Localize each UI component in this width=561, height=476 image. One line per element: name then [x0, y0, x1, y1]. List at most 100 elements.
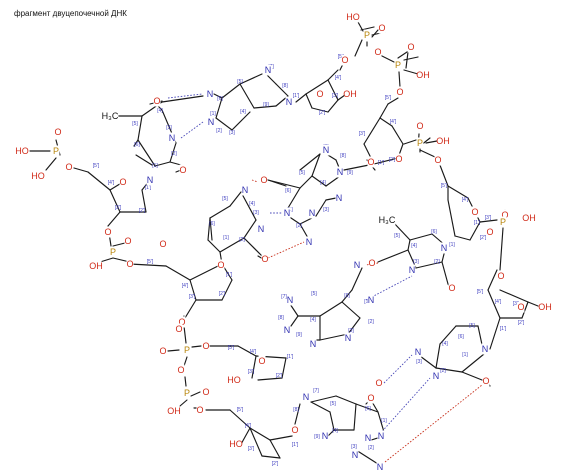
atom-bg-a47 [159, 238, 167, 250]
atom-bg-a77 [168, 405, 180, 417]
atom-bg-a29 [124, 235, 132, 247]
bond-161 [461, 353, 485, 373]
atom-bg-a78 [196, 404, 204, 416]
atom-index-13: [3] [229, 130, 235, 136]
atom-bg-a42 [260, 174, 268, 186]
bond-35 [154, 161, 171, 167]
atom-a16: O [153, 96, 160, 106]
bond-147 [269, 439, 281, 459]
bond-125 [319, 301, 343, 317]
atom-a74: O [177, 365, 184, 375]
atom-bg-a93 [230, 438, 242, 450]
bond-25 [221, 83, 241, 99]
atom-index-81: [6] [458, 334, 464, 340]
bond-10 [379, 103, 389, 119]
atom-a55: O [497, 271, 504, 281]
atom-index-21: [4'] [108, 180, 115, 186]
bond-27 [215, 97, 223, 119]
bond-105 [499, 227, 504, 271]
atom-bg-a94 [291, 424, 299, 436]
diagram-title: фрагмент двуцепочечной ДНК [14, 9, 127, 18]
bond-64 [419, 149, 436, 158]
atom-a87: N [322, 431, 329, 441]
atom-a88: N [365, 433, 372, 443]
bond-130 [319, 333, 349, 341]
bond-50 [45, 157, 57, 171]
atom-bg-a5 [374, 46, 382, 58]
bond-95 [129, 263, 167, 267]
bond-71 [299, 153, 321, 171]
bond-102 [447, 199, 456, 237]
bond-16 [305, 79, 329, 95]
atom-a10: N [265, 65, 272, 75]
atom-a85: O [482, 376, 489, 386]
atom-index-96: [6] [365, 406, 371, 412]
atom-index-58: [2] [434, 259, 440, 265]
bond-101 [454, 235, 471, 241]
atom-index-77: [1'] [287, 354, 294, 360]
atom-index-14: [4] [157, 108, 163, 114]
atom-a66: N [310, 339, 317, 349]
atom-a75: P [184, 388, 190, 398]
bond-123 [290, 315, 299, 327]
atom-index-72: [1'] [500, 326, 507, 332]
bond-9 [387, 97, 399, 105]
atom-index-98: [2] [368, 445, 374, 451]
bond-135 [191, 345, 202, 348]
atom-index-22: [1'] [145, 185, 152, 191]
atom-a5: O [374, 47, 381, 57]
atom-index-54: [3'] [189, 294, 196, 300]
atom-a34: O [395, 154, 402, 164]
atom-a6: P [395, 60, 401, 70]
atom-index-29: [3'] [359, 131, 366, 137]
atom-a46: O [261, 254, 268, 264]
atom-a47: O [159, 239, 166, 249]
atom-index-84: [2] [440, 368, 446, 374]
atom-a73: O [202, 341, 209, 351]
bond-83 [207, 239, 221, 253]
atom-index-82: [4] [442, 341, 448, 347]
atom-a71: P [184, 345, 190, 355]
bond-143 [239, 427, 251, 447]
atom-a45: N [258, 224, 265, 234]
hydrogen-bond-1 [180, 121, 204, 139]
atom-a44: N [306, 237, 313, 247]
atom-bg-a80 [258, 355, 266, 367]
bond-33 [137, 115, 143, 141]
atom-index-43: [2] [239, 237, 245, 243]
atom-index-67: [1] [364, 299, 370, 305]
atom-index-93: [5] [330, 401, 336, 407]
atom-a22: P [53, 146, 59, 156]
bond-170 [329, 411, 335, 431]
atom-index-18: [2] [171, 151, 177, 157]
bond-160 [435, 367, 463, 373]
atom-index-85: [1] [462, 352, 468, 358]
double-bond-0 [360, 26, 375, 31]
atom-index-52: [1'] [226, 272, 233, 278]
atom-a31: O [416, 121, 423, 131]
bond-41 [141, 189, 147, 213]
bond-12 [327, 79, 339, 101]
atom-bg-a62 [353, 259, 361, 271]
bond-90 [221, 279, 233, 301]
bond-171 [310, 401, 331, 413]
atom-index-9: [9] [263, 102, 269, 108]
atom-a76: O [202, 387, 209, 397]
atom-index-layer: [5'][4'][1'][2'][3'][7][8][5][4][9][6][1… [93, 54, 525, 467]
bond-93 [189, 263, 223, 281]
atom-bg-a37 [367, 156, 375, 168]
bond-166 [355, 403, 379, 413]
atom-index-97: [1] [381, 418, 387, 424]
bond-55 [379, 117, 393, 127]
atom-index-12: [2] [216, 128, 222, 134]
bond-154 [281, 357, 287, 379]
atom-bg-a74 [177, 364, 185, 376]
atom-index-48: [2'] [480, 235, 487, 241]
atom-bg-a65 [283, 324, 291, 336]
bond-115 [487, 269, 498, 291]
atom-a9: O [396, 87, 403, 97]
atom-bg-a22 [52, 145, 60, 157]
atom-index-46: [4'] [462, 197, 469, 203]
bond-78 [325, 197, 337, 201]
